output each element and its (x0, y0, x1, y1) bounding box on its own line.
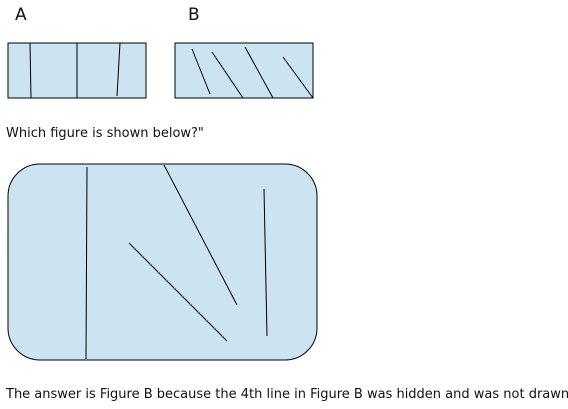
large-figure-box (7, 163, 318, 361)
answer-text: The answer is Figure B because the 4th l… (6, 387, 568, 402)
figure-b-line-1 (191, 48, 211, 95)
figure-b-line-4 (282, 56, 314, 99)
figure-b (174, 42, 314, 99)
figure-b-line-3 (244, 46, 274, 99)
figure-a (7, 42, 147, 99)
figure-a-line-1 (29, 42, 32, 99)
large-figure-line-1 (85, 166, 88, 360)
large-figure-line-2 (128, 242, 228, 342)
figure-a-line-3 (116, 42, 121, 97)
question-text: Which figure is shown below?" (6, 126, 204, 141)
large-figure (7, 163, 318, 361)
large-figure-line-4 (263, 188, 268, 337)
figure-b-label: B (188, 5, 200, 25)
figure-a-label: A (15, 5, 27, 25)
figure-b-box (174, 42, 314, 99)
large-figure-line-3 (163, 164, 238, 306)
figure-b-line-2 (211, 51, 244, 99)
